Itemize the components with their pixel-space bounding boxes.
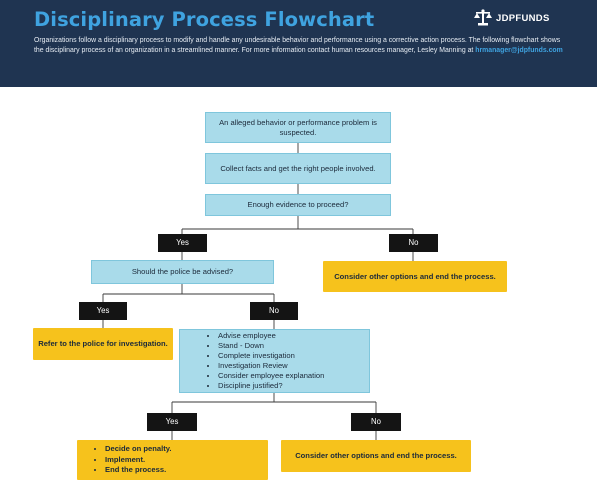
logo: JDPFUNDS [473, 9, 550, 27]
yes-label-evidence: Yes [158, 234, 207, 252]
intro-paragraph: Organizations follow a disciplinary proc… [34, 36, 564, 57]
no-label-evidence: No [389, 234, 438, 252]
decision-police-advised: Should the police be advised? [91, 260, 274, 284]
intro-text: Organizations follow a disciplinary proc… [34, 37, 561, 55]
penalty-steps-list: Decide on penalty. Implement. End the pr… [77, 444, 172, 476]
logo-text: JDPFUNDS [496, 12, 550, 24]
scales-logo-icon [474, 9, 492, 26]
action-list: Advise employee Stand - Down Complete in… [180, 331, 324, 391]
action-item: Advise employee [218, 331, 324, 341]
decision-enough-evidence: Enough evidence to proceed? [205, 194, 391, 216]
action-item: Discipline justified? [218, 381, 324, 391]
outcome-refer-police: Refer to the police for investigation. [33, 328, 173, 360]
penalty-step: Decide on penalty. [105, 444, 172, 455]
action-list-box: Advise employee Stand - Down Complete in… [179, 329, 370, 393]
outcome-decide-penalty: Decide on penalty. Implement. End the pr… [77, 440, 268, 480]
yes-label-discipline: Yes [147, 413, 197, 431]
penalty-step: Implement. [105, 455, 172, 466]
penalty-step: End the process. [105, 465, 172, 476]
step-collect-facts: Collect facts and get the right people i… [205, 153, 391, 184]
action-item: Complete investigation [218, 351, 324, 361]
action-item: Investigation Review [218, 361, 324, 371]
action-item: Stand - Down [218, 341, 324, 351]
outcome-no-evidence: Consider other options and end the proce… [323, 261, 507, 292]
outcome-consider-other: Consider other options and end the proce… [281, 440, 471, 472]
contact-email: hrmanager@jdpfunds.com [475, 47, 563, 55]
action-item: Consider employee explanation [218, 371, 324, 381]
yes-label-police: Yes [79, 302, 127, 320]
step-suspect-problem: An alleged behavior or performance probl… [205, 112, 391, 143]
no-label-police: No [250, 302, 298, 320]
header-banner: Disciplinary Process Flowchart JDPFUNDS … [0, 0, 597, 87]
page-title: Disciplinary Process Flowchart [34, 8, 375, 31]
no-label-discipline: No [351, 413, 401, 431]
